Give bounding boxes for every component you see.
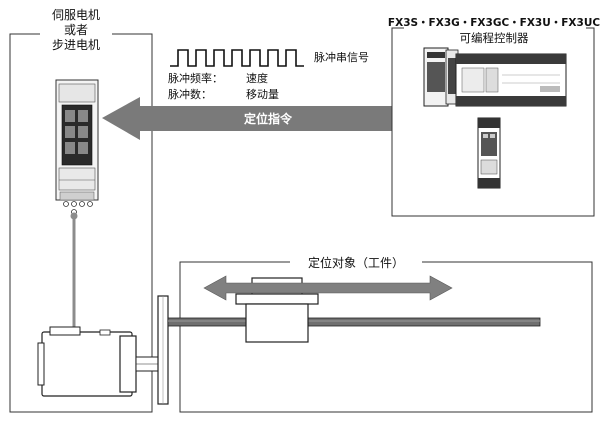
coupling-disc (157, 295, 169, 405)
workpiece-label: 定位对象（工件） (308, 255, 404, 270)
left-panel-title-line1: 伺服电机 (52, 8, 100, 22)
plc-models: FX3S・FX3G・FX3GC・FX3U・FX3UC (388, 17, 600, 29)
pulse-train-signal (170, 49, 304, 67)
movement-arrow (203, 275, 453, 301)
pulse-count-value: 移动量 (246, 88, 279, 101)
plc-main-unit (423, 47, 567, 107)
pulse-frequency-label: 脉冲频率： (168, 71, 223, 85)
positioning-command-arrow (102, 97, 392, 140)
plc-title: 可编程控制器 (460, 31, 529, 45)
left-panel-title-line2: 或者 (64, 23, 88, 37)
motor (37, 326, 159, 397)
left-panel-frame (9, 33, 153, 413)
motor-cable (70, 212, 78, 334)
ball-screw (167, 317, 541, 327)
servo-amplifier (55, 79, 99, 215)
plc-cpu-unit (477, 117, 501, 189)
pulse-signal-label: 脉冲串信号 (314, 50, 369, 64)
pulse-count-label: 脉冲数： (168, 87, 212, 101)
left-panel-title-line3: 步进电机 (52, 38, 100, 52)
workpiece-frame (179, 261, 593, 413)
positioning-command-label: 定位指令 (244, 111, 293, 126)
plc-frame (391, 27, 595, 217)
pulse-frequency-value: 速度 (246, 71, 268, 85)
